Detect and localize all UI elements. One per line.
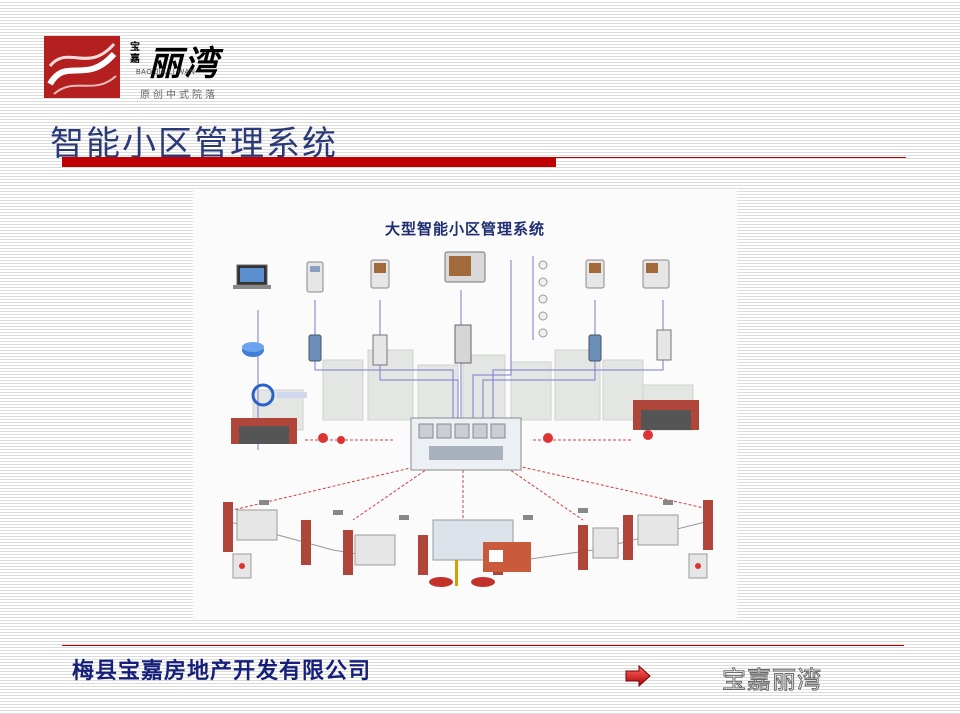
video-phone-3-icon	[642, 259, 670, 289]
logo-pinyin: BAO JIA LI WAN	[136, 69, 196, 76]
door-station-2-icon	[372, 334, 388, 366]
door-station-4-icon	[588, 334, 602, 362]
title-accent-bar	[62, 157, 556, 167]
page-title: 智能小区管理系统	[50, 126, 338, 163]
door-station-1-icon	[308, 334, 322, 362]
title-underline	[556, 157, 906, 158]
diagram-title: 大型智能小区管理系统	[384, 222, 545, 238]
next-arrow-icon[interactable]	[624, 664, 652, 688]
door-station-5-icon	[656, 329, 672, 361]
router-icon	[242, 342, 264, 357]
infrared-sensor-left-icon	[232, 553, 252, 579]
logo-brand-small: 宝嘉	[130, 42, 140, 65]
brand-logo: 宝嘉 丽湾 BAO JIA LI WAN 原创中式院落	[44, 36, 234, 102]
control-center-icon	[410, 417, 522, 471]
sensor-column	[538, 260, 548, 338]
laptop-icon	[233, 264, 271, 289]
company-name: 梅县宝嘉房地产开发有限公司	[72, 658, 372, 683]
footer-brand: 宝嘉丽湾	[722, 668, 822, 695]
video-phone-1-icon	[370, 259, 390, 289]
parking-gate-right-icon	[633, 400, 699, 430]
footer-rule	[62, 645, 904, 646]
system-diagram: 大型智能小区管理系统	[193, 190, 737, 620]
video-phone-2-icon	[585, 259, 605, 289]
infrared-sensor-right-icon	[688, 553, 708, 579]
main-gate-building-icon	[429, 519, 531, 587]
internet-icon	[251, 383, 307, 407]
alarm-lights	[318, 430, 653, 444]
door-station-3-icon	[454, 324, 472, 364]
diagram-illustration	[222, 251, 714, 587]
logo-slogan: 原创中式院落	[140, 90, 218, 101]
logo-wave-icon	[44, 36, 120, 98]
logo-brand-big: 丽湾	[148, 46, 220, 83]
main-monitor-icon	[444, 251, 486, 283]
parking-gate-left-icon	[231, 418, 297, 444]
intercom-phone-1-icon	[306, 261, 324, 293]
